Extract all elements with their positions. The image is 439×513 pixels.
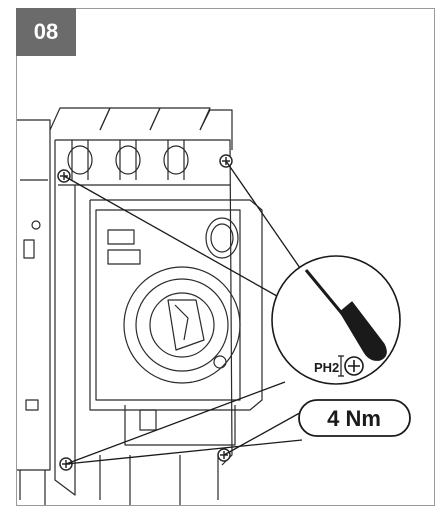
bit-size-label: PH2 xyxy=(314,360,339,375)
adjacent-breaker xyxy=(17,119,51,505)
breaker-body xyxy=(54,139,233,496)
torque-label: 4 Nm xyxy=(327,406,381,431)
callout-lines xyxy=(63,160,306,465)
lower-section xyxy=(99,405,236,505)
frame-border xyxy=(16,8,435,506)
top-terminals xyxy=(49,107,233,180)
phillips-icon xyxy=(338,355,364,377)
step-number-badge: 08 xyxy=(16,8,76,56)
rotary-handle xyxy=(123,266,241,384)
handle-cover xyxy=(89,199,263,411)
torque-pill xyxy=(298,399,411,437)
screws xyxy=(57,154,233,471)
screwdriver-icon xyxy=(304,269,387,361)
